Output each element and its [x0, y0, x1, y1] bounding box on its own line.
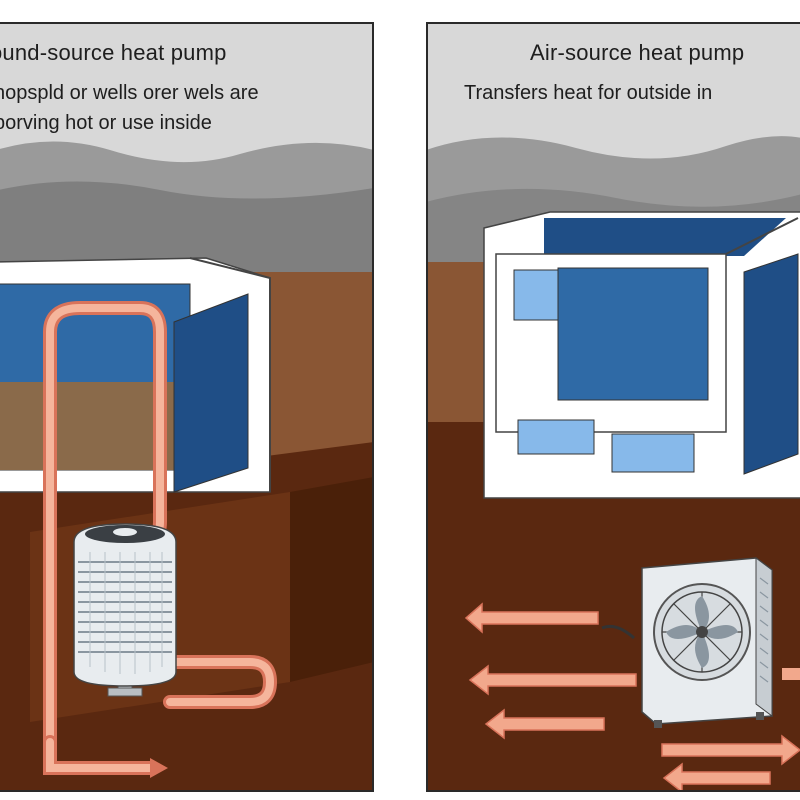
- ground-source-description: hopspld or wells orer wels are borving h…: [0, 82, 259, 134]
- house-building: [483, 211, 800, 499]
- house-building: [0, 257, 271, 493]
- house-vent-left: [517, 419, 595, 455]
- ground-source-illustration: [0, 22, 374, 792]
- heat-arrows: [464, 602, 800, 792]
- arrow-icon: [661, 734, 800, 766]
- air-source-title: Air-source heat pump: [530, 40, 745, 65]
- air-source-description: Transfers heat for outside in: [464, 82, 713, 104]
- ground-source-panel: ound-source heat pump hopspld or wells o…: [0, 22, 374, 792]
- ground-source-title: ound-source heat pump: [0, 40, 227, 65]
- heat-pump-unit-icon: [73, 523, 177, 697]
- air-source-panel: Air-source heat pump Transfers heat for …: [426, 22, 800, 792]
- arrow-icon: [484, 708, 605, 740]
- arrow-icon: [468, 664, 637, 696]
- house-window-side: [743, 253, 799, 475]
- arrow-icon: [464, 602, 599, 634]
- house-window-small: [513, 269, 561, 321]
- house-window-large: [557, 267, 709, 401]
- house-vent-right: [611, 433, 695, 473]
- house-window: [173, 293, 249, 493]
- heat-pump-unit-icon: [641, 557, 773, 728]
- air-source-illustration: [426, 22, 800, 792]
- arrow-icon: [150, 758, 168, 778]
- fan-icon: [653, 583, 751, 681]
